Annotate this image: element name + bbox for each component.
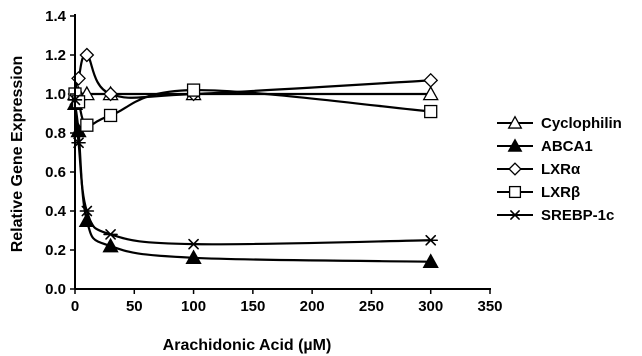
legend-label: ABCA1 xyxy=(541,138,593,155)
data-point-lxr xyxy=(423,72,439,88)
legend-label: Cyclophilin xyxy=(541,115,622,132)
legend-item-lxr: LXRα xyxy=(497,161,581,178)
legend-item-cyclophilin: Cyclophilin xyxy=(497,115,622,132)
data-point-abca1 xyxy=(422,253,439,268)
data-point-lxr xyxy=(79,47,95,63)
legend-item-lxr: LXRβ xyxy=(497,184,580,201)
legend-marker xyxy=(508,210,522,220)
x-tick-label: 200 xyxy=(300,298,325,315)
y-tick-label: 0.2 xyxy=(45,242,66,259)
x-tick-label: 300 xyxy=(418,298,443,315)
data-point-lxr xyxy=(424,104,438,119)
axes xyxy=(74,14,491,290)
legend-marker xyxy=(507,115,523,129)
legend-marker xyxy=(508,162,522,176)
legend-label: LXRβ xyxy=(541,184,580,201)
plot-markers xyxy=(66,47,439,268)
x-tick-label: 50 xyxy=(126,298,143,315)
legend-marker xyxy=(507,138,523,152)
data-point-lxr xyxy=(186,83,201,97)
x-tick-label: 250 xyxy=(359,298,384,315)
y-tick-label: 0.0 xyxy=(45,281,66,298)
x-tick-label: 0 xyxy=(71,298,79,315)
x-tick-label: 100 xyxy=(181,298,206,315)
y-axis-label: Relative Gene Expression xyxy=(9,56,26,253)
data-point-abca1 xyxy=(185,249,202,265)
series-line-lxr xyxy=(73,53,431,99)
x-axis-label: Arachidonic Acid (µM) xyxy=(163,337,332,354)
data-point-cyclophilin xyxy=(422,85,439,101)
x-tick-label: 350 xyxy=(477,298,502,315)
data-point-srebp-1c xyxy=(79,205,95,217)
x-tick-label: 150 xyxy=(240,298,265,315)
ticks: 0.0 0.2 0.4 0.6 0.8 1.0 1.2 1.4 0 50 100 150 200 250 3… xyxy=(45,8,502,315)
series-line-lxr xyxy=(73,88,431,127)
legend-marker xyxy=(508,185,522,199)
data-point-lxr xyxy=(103,86,118,102)
legend-label: SREBP-1c xyxy=(541,207,614,224)
y-tick-label: 0.4 xyxy=(45,203,67,220)
data-point-lxr xyxy=(103,108,118,123)
data-point-srebp-1c xyxy=(186,238,201,250)
data-point-lxr xyxy=(80,118,94,132)
data-point-abca1 xyxy=(102,237,119,253)
y-tick-label: 1.2 xyxy=(45,47,66,64)
series-line-abca1 xyxy=(73,103,431,263)
y-tick-label: 0.8 xyxy=(45,125,66,142)
data-point-abca1 xyxy=(78,212,95,228)
data-point-srebp-1c xyxy=(103,229,118,240)
legend-label: LXRα xyxy=(541,161,581,178)
legend-item-srebp-1c: SREBP-1c xyxy=(497,207,614,224)
plot-lines xyxy=(73,53,431,263)
y-tick-label: 1.0 xyxy=(45,86,66,103)
data-point-srebp-1c xyxy=(423,234,439,246)
y-tick-label: 0.6 xyxy=(45,164,66,181)
series-line-srebp-1c xyxy=(73,99,431,246)
y-tick-label: 1.4 xyxy=(45,8,67,25)
legend-item-abca1: ABCA1 xyxy=(497,138,593,155)
